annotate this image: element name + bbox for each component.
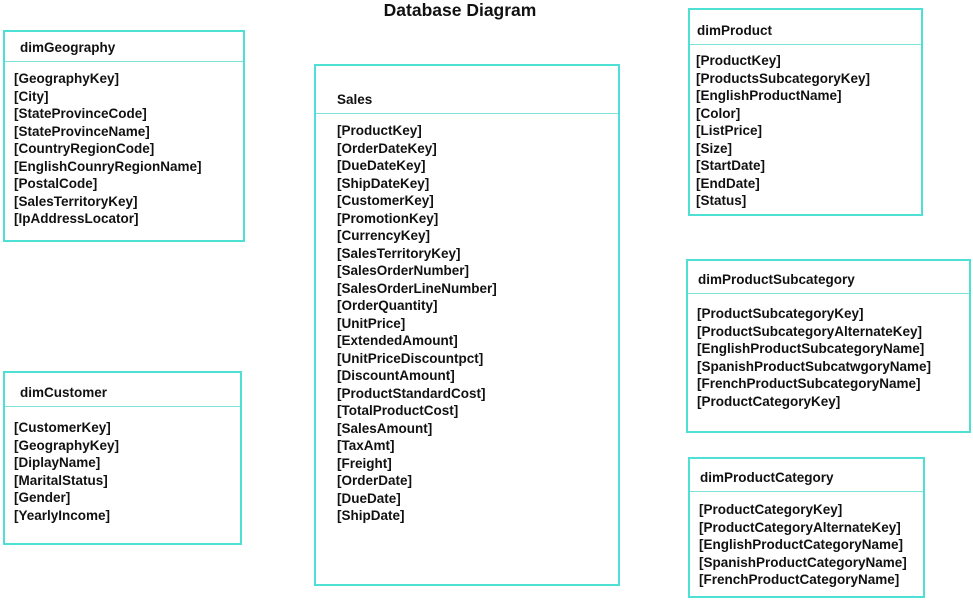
field-row: [DueDateKey] — [337, 158, 426, 173]
table-Sales-fields: [ProductKey] [OrderDateKey] [DueDateKey] [S… — [316, 114, 618, 525]
field-row: [SpanishProductCategoryName] — [699, 554, 907, 570]
table-dimProductSubcategory-header: dimProductSubcategory — [688, 261, 969, 294]
table-dimProductSubcategory-title: dimProductSubcategory — [698, 272, 855, 287]
field-row: [ProductSubcategoryKey] — [697, 306, 864, 321]
field-row: [StateProvinceCode] — [14, 106, 147, 121]
field-row: [ProductCategoryAlternateKey] — [699, 519, 901, 535]
field-row: [EnglishProductCategoryName] — [699, 537, 904, 552]
field-row: [EndDate] — [696, 175, 760, 191]
field-row: [ShipDate] — [337, 508, 405, 523]
field-row: [Size] — [696, 140, 733, 156]
field-row: [DiscountAmount] — [337, 368, 455, 383]
table-dimProductSubcategory-fields: [ProductSubcategoryKey] [ProductSubcatego… — [688, 294, 969, 410]
table-dimProduct-title: dimProduct — [697, 23, 773, 38]
table-Sales: Sales [ProductKey] [OrderDateKey] [DueDate… — [314, 64, 620, 586]
field-row: [SalesOrderLineNumber] — [337, 280, 497, 296]
field-row: [ProductCategoryKey] — [697, 393, 841, 409]
field-row: [ProductsSubcategoryKey] — [696, 70, 871, 86]
field-row: [CurrencyKey] — [337, 228, 431, 243]
field-row: [OrderQuantity] — [337, 298, 438, 313]
field-row: [SalesAmount] — [337, 420, 433, 436]
field-row: [CustomerKey] — [14, 420, 111, 435]
field-row: [Status] — [696, 193, 747, 208]
field-row: [EnglishProductSubcategoryName] — [697, 341, 925, 356]
field-row: [City] — [14, 88, 49, 104]
field-row: [IpAddressLocator] — [14, 211, 139, 226]
field-row: [EnglishCounryRegionName] — [14, 158, 202, 174]
field-row: [SalesTerritoryKey] — [337, 245, 461, 261]
table-dimProductSubcategory: dimProductSubcategory [ProductSubcategor… — [686, 259, 971, 433]
table-Sales-title: Sales — [337, 92, 373, 107]
field-row: [DueDate] — [337, 490, 401, 506]
field-row: [MaritalStatus] — [14, 472, 108, 488]
field-row: [OrderDate] — [337, 473, 413, 488]
field-row: [ProductSubcategoryAlternateKey] — [697, 323, 923, 339]
field-row: [Color] — [696, 105, 741, 121]
table-dimProduct-header: dimProduct — [690, 10, 921, 45]
field-row: [PostalCode] — [14, 176, 98, 191]
table-dimGeography-title: dimGeography — [20, 40, 116, 55]
field-row: [ShipDateKey] — [337, 175, 430, 191]
field-row: [GeographyKey] — [14, 71, 120, 86]
field-row: [TotalProductCost] — [337, 403, 459, 418]
table-dimCustomer-title: dimCustomer — [20, 385, 108, 400]
field-row: [UnitPriceDiscountpct] — [337, 350, 484, 366]
page-title: Database Diagram — [383, 0, 537, 20]
field-row: [PromotionKey] — [337, 210, 439, 226]
field-row: [GeographyKey] — [14, 437, 120, 453]
table-dimCustomer-header: dimCustomer — [5, 373, 240, 407]
field-row: [Gender] — [14, 490, 71, 505]
field-row: [ProductStandardCost] — [337, 385, 486, 401]
table-dimProduct: dimProduct [ProductKey] [ProductsSubcateg… — [688, 8, 923, 216]
field-row: [SalesOrderNumber] — [337, 263, 470, 278]
field-row: [SpanishProductSubcatwgoryName] — [697, 358, 932, 374]
table-dimCustomer: dimCustomer [CustomerKey][GeographyKey][… — [3, 371, 242, 545]
table-dimProduct-fields: [ProductKey] [ProductsSubcategoryKey] [Eng… — [690, 45, 921, 210]
table-dimProductCategory-title: dimProductCategory — [700, 470, 834, 485]
table-dimProductCategory-header: dimProductCategory — [690, 459, 923, 492]
field-row: [Freight] — [337, 455, 392, 471]
field-row: [OrderDateKey] — [337, 140, 437, 156]
field-row: [DiplayName] — [14, 455, 101, 470]
field-row: [ProductKey] — [696, 53, 781, 68]
field-row: [StartDate] — [696, 158, 766, 173]
table-dimProductCategory: dimProductCategory [ProductCategoryKey][… — [688, 457, 925, 598]
table-dimCustomer-fields: [CustomerKey] [GeographyKey] [DiplayName] [… — [5, 407, 240, 524]
field-row: [ListPrice] — [696, 123, 763, 138]
field-row: [EnglishProductName] — [696, 88, 842, 103]
field-row: [CountryRegionCode] — [14, 141, 155, 156]
table-dimGeography: dimGeography [GeographyKey] [City] [StateP… — [3, 30, 245, 242]
field-row: [TaxAmt] — [337, 438, 395, 453]
table-dimProductCategory-fields: [ProductCategoryKey] [ProductCategoryAlte… — [690, 492, 923, 589]
field-row: [StateProvinceName] — [14, 123, 150, 139]
table-Sales-header: Sales — [316, 66, 618, 114]
field-row: [ExtendedAmount] — [337, 333, 458, 348]
field-row: [ProductCategoryKey] — [699, 502, 843, 517]
field-row: [UnitPrice] — [337, 315, 406, 331]
field-row: [SalesTerritoryKey] — [14, 193, 138, 209]
field-row: [YearlyIncome] — [14, 507, 111, 523]
field-row: [CustomerKey] — [337, 193, 434, 208]
field-row: [ProductKey] — [337, 123, 422, 138]
table-dimGeography-fields: [GeographyKey] [City] [StateProvinceCode] [… — [5, 62, 243, 228]
table-dimGeography-header: dimGeography — [5, 32, 243, 62]
field-row: [FrenchProductSubcategoryName] — [697, 376, 921, 391]
field-row: [FrenchProductCategoryName] — [699, 572, 900, 587]
